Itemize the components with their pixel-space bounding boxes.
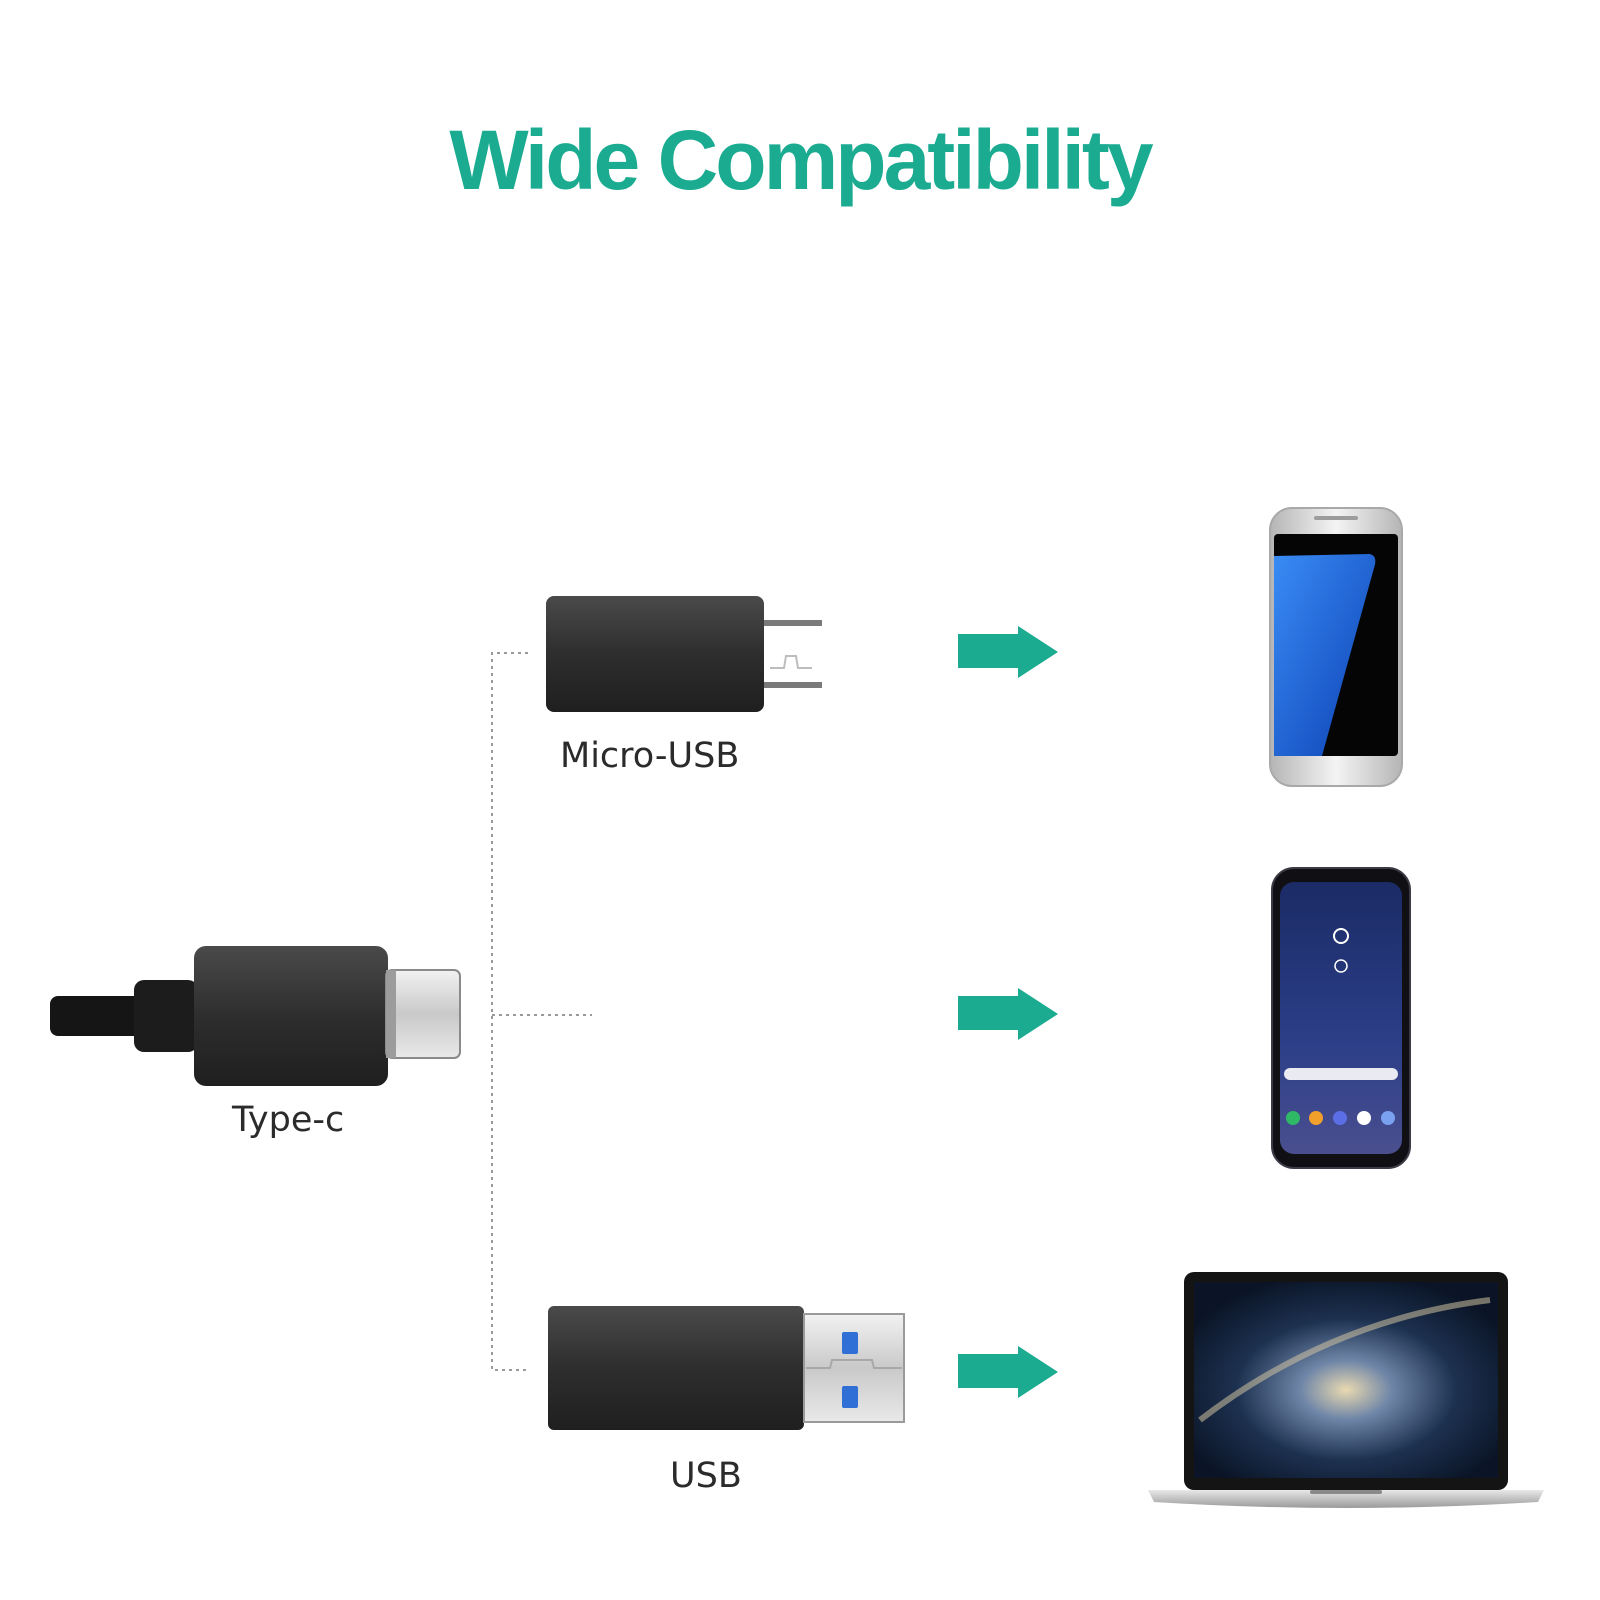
usb-label: USB bbox=[670, 1456, 742, 1496]
connector-lines bbox=[491, 652, 592, 1371]
micro-usb-label: Micro-USB bbox=[560, 736, 740, 776]
laptop-icon bbox=[1148, 1272, 1544, 1508]
arrow-right-icon bbox=[958, 1346, 1058, 1398]
arrow-right-icon bbox=[958, 988, 1058, 1040]
arrow-right-icon bbox=[958, 626, 1058, 678]
smartphone-icon bbox=[1271, 867, 1411, 1169]
micro-usb-adapter-icon bbox=[546, 596, 822, 712]
usb-a-adapter-icon bbox=[548, 1306, 905, 1430]
smartphone-icon bbox=[1269, 507, 1403, 787]
type-c-label: Type-c bbox=[232, 1100, 345, 1140]
page-title: Wide Compatibility bbox=[449, 113, 1153, 207]
type-c-cable-icon bbox=[50, 946, 461, 1086]
